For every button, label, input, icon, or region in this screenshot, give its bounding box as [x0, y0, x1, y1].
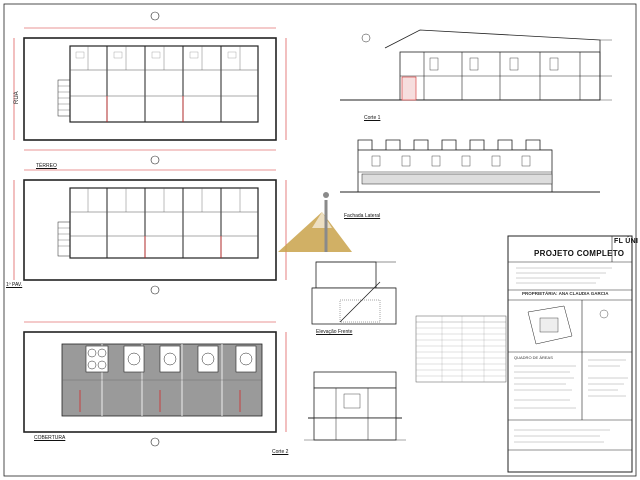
sheet-border: [3, 3, 637, 477]
title-block-project-title: PROJETO COMPLETO: [534, 249, 625, 258]
section-elevacao-frente-label: Elevação Frente: [316, 329, 353, 335]
section-elevacao-frente: [311, 261, 397, 325]
section-corte-1-label: Corte 1: [364, 115, 381, 121]
section-corte-2-label: Corte 2: [272, 449, 289, 455]
section-corte-1: [340, 29, 612, 101]
title-block-quadro-areas: QUADRO DE ÁREAS: [514, 355, 553, 360]
plan-top-street-label: RUA: [14, 91, 20, 104]
title-block-sheet-code: FL ÚNI: [614, 238, 639, 245]
plan-terreo: [13, 11, 287, 165]
title-block-frame: [507, 235, 633, 473]
plan-roof-label: COBERTURA: [34, 435, 66, 441]
plan-upper-label: 1º PAV.: [6, 282, 23, 288]
logo-watermark: [278, 192, 352, 252]
title-block-proprietaria: PROPRIETÁRIA: ANA CLAUDIA GARCIA: [522, 291, 609, 296]
plan-roof: [23, 321, 287, 447]
section-fachada-lateral: [340, 139, 600, 193]
area-table: [415, 315, 507, 383]
plan-upper-floor: [13, 169, 287, 295]
plan-terreo-label: TÉRREO: [36, 163, 57, 169]
section-fachada-lateral-label: Fachada Lateral: [344, 213, 381, 219]
section-corte-2: [304, 371, 406, 441]
